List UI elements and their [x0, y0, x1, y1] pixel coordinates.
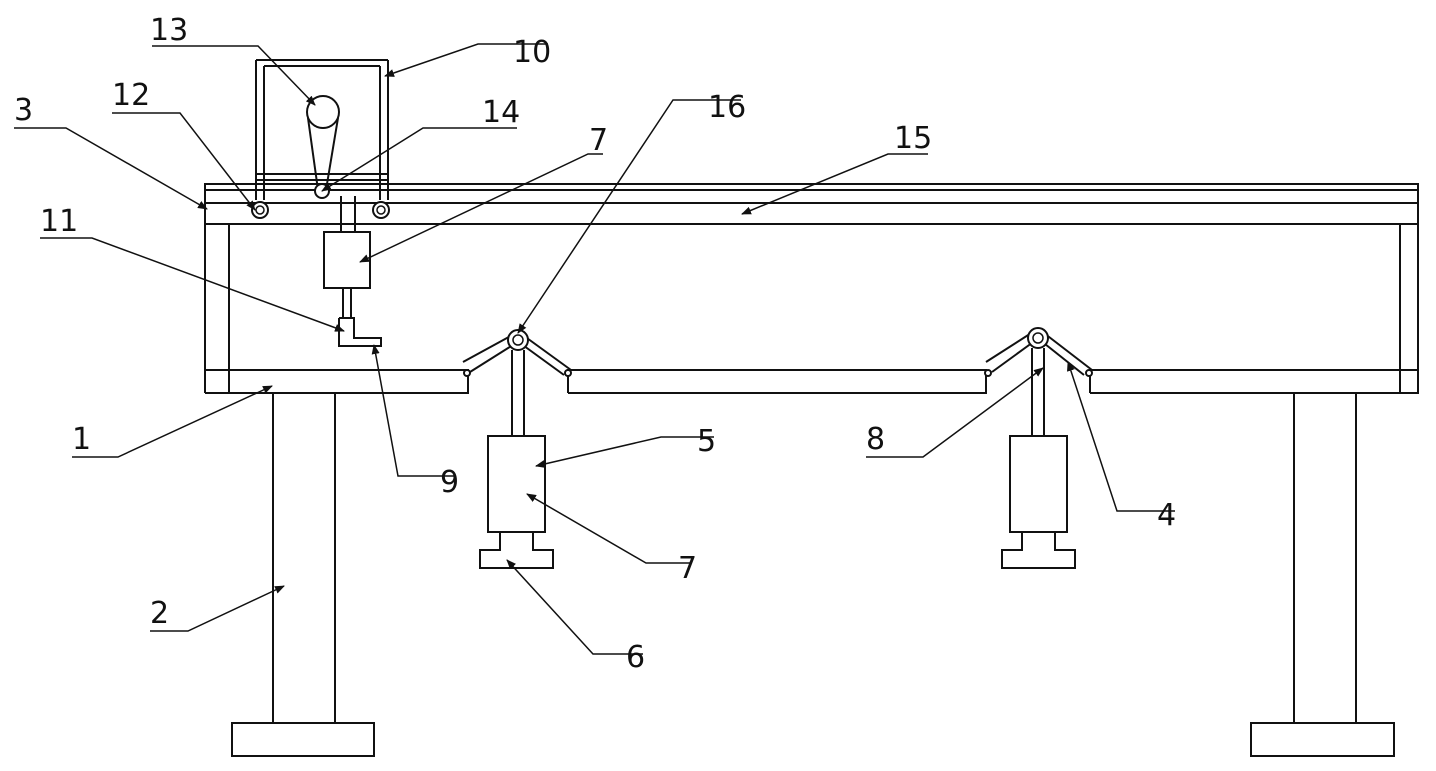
- callouts: 13 10 12 3 14 16 7 15 11 1 5 8 9 4 7 2 6: [14, 13, 1176, 675]
- frame-10: [251, 59, 390, 219]
- callout-11: 11: [40, 204, 78, 239]
- callout-15: 15: [894, 121, 932, 156]
- left-cylinder: [323, 196, 382, 347]
- callout-13: 13: [150, 13, 188, 48]
- lifting-unit-left: [462, 329, 572, 569]
- callout-1: 1: [72, 422, 91, 457]
- callout-14: 14: [482, 95, 520, 130]
- lifting-unit-right: [984, 327, 1093, 569]
- callout-2: 2: [150, 596, 169, 631]
- callout-6: 6: [626, 640, 645, 675]
- right-leg: [1250, 392, 1395, 757]
- callout-12: 12: [112, 78, 150, 113]
- callout-4: 4: [1157, 498, 1176, 533]
- callout-9: 9: [440, 465, 459, 500]
- callout-10: 10: [513, 35, 551, 70]
- callout-5: 5: [697, 424, 716, 459]
- bottom-rail: [205, 369, 1419, 394]
- left-leg: [231, 392, 375, 757]
- callout-3: 3: [14, 93, 33, 128]
- table-frame: [204, 183, 1419, 393]
- callout-8: 8: [866, 422, 885, 457]
- callout-7-lower: 7: [678, 551, 697, 586]
- callout-7-upper: 7: [589, 123, 608, 158]
- leader-lines: [14, 43, 1175, 655]
- callout-16: 16: [708, 90, 746, 125]
